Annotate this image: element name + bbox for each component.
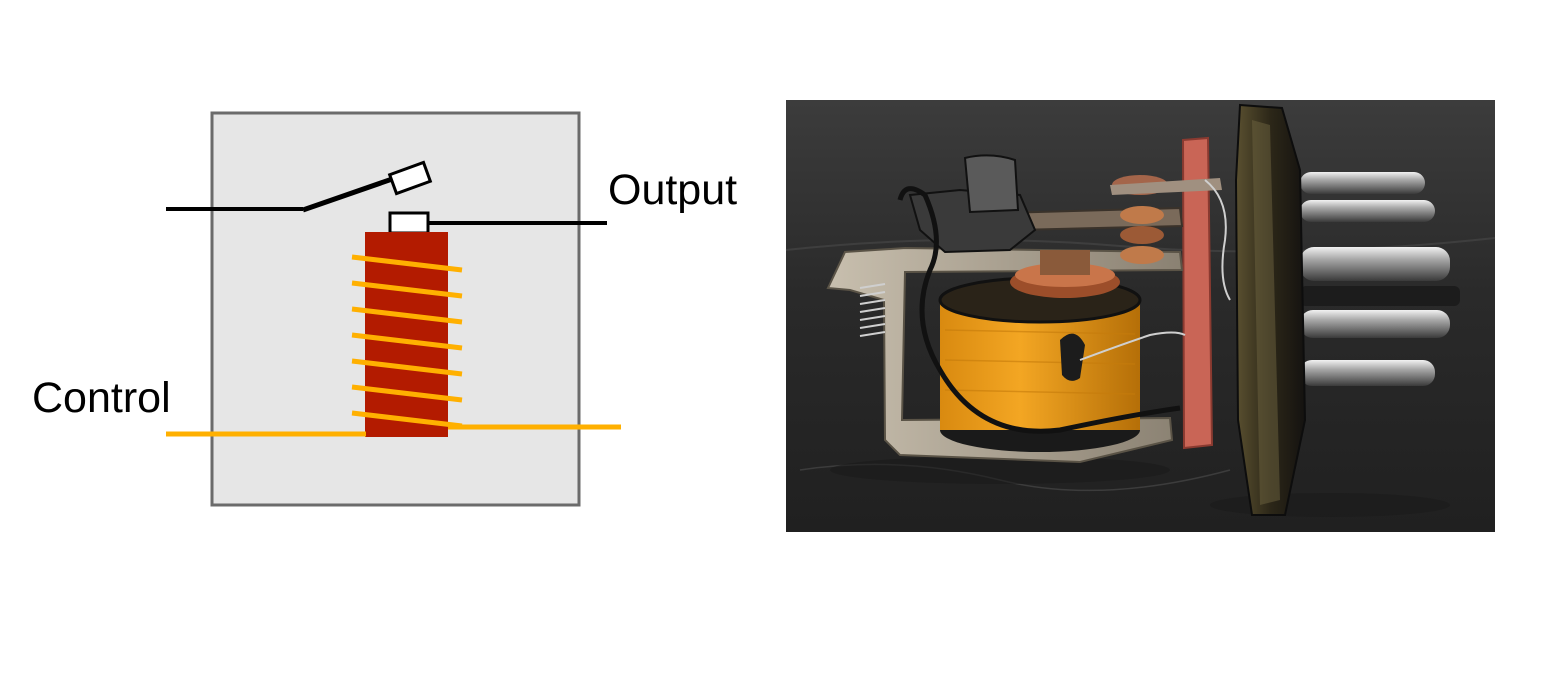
lead-wire — [897, 186, 1181, 434]
switch-arm — [302, 174, 399, 213]
relay-photo — [785, 100, 1496, 532]
output-label: Output — [608, 166, 737, 214]
return-spring — [859, 283, 886, 337]
coil-winding — [351, 254, 463, 429]
armature — [908, 154, 1184, 298]
relay-pins — [1300, 172, 1460, 386]
relay-schematic: Output Control — [32, 111, 737, 507]
switch-contact-fixed — [388, 211, 430, 235]
switch-contact-moving — [387, 160, 433, 196]
relay-coil — [938, 276, 1142, 452]
insulator-board — [1181, 136, 1214, 450]
control-label: Control — [32, 374, 171, 422]
contact-stack — [1110, 175, 1222, 264]
